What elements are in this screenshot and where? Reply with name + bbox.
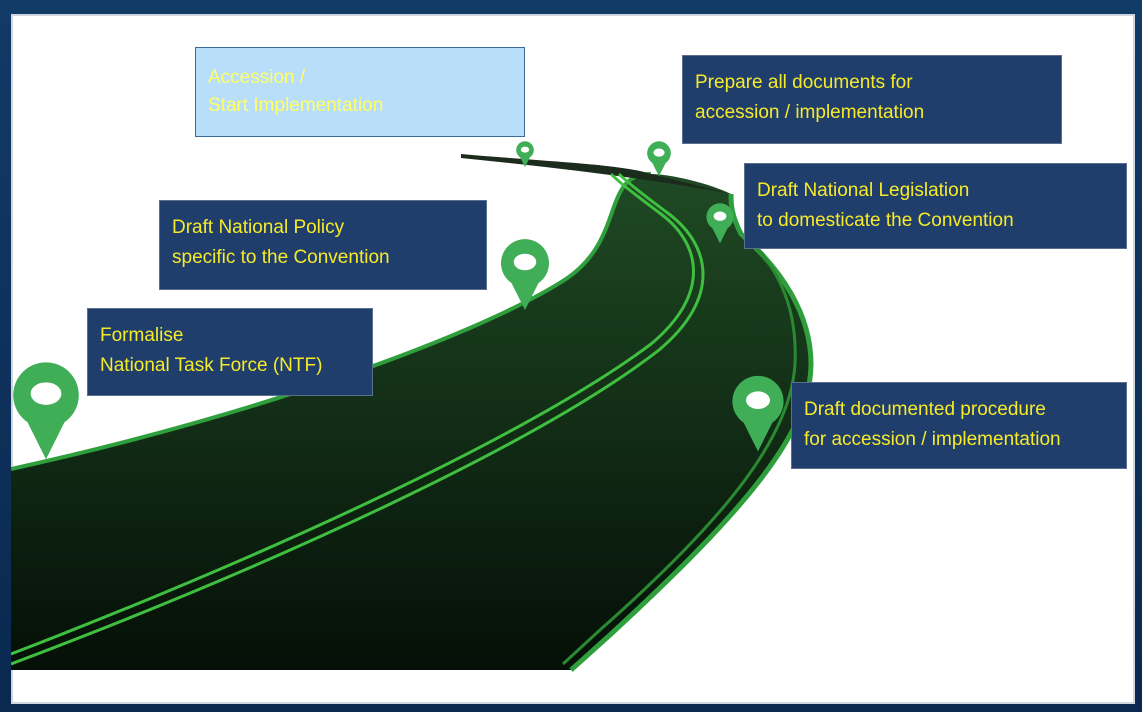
step-line: Draft National Legislation xyxy=(757,180,970,201)
road-center-line-1 xyxy=(11,172,695,656)
step-line: Draft National Policy xyxy=(172,217,345,238)
step-line: for accession / implementation xyxy=(804,429,1061,450)
step-prepare-documents: Prepare all documents for accession / im… xyxy=(682,55,1062,144)
map-pin-icon xyxy=(514,140,536,168)
step-formalise-ntf: Formalise National Task Force (NTF) xyxy=(87,308,373,396)
step-line: National Task Force (NTF) xyxy=(100,355,323,376)
road-center-line-2 xyxy=(11,172,705,666)
road-edge-right xyxy=(569,193,814,672)
road-horizon-tail xyxy=(461,154,731,194)
road-surface xyxy=(11,174,811,670)
map-pin-icon xyxy=(703,201,737,245)
map-pin-icon xyxy=(644,140,674,177)
step-line: specific to the Convention xyxy=(172,247,390,268)
step-line: to domesticate the Convention xyxy=(757,210,1014,231)
step-line: Draft documented procedure xyxy=(804,399,1046,420)
slide-canvas: Formalise National Task Force (NTF) Draf… xyxy=(11,14,1135,704)
step-line: Formalise xyxy=(100,325,184,346)
step-line: Prepare all documents for xyxy=(695,72,913,93)
step-accession-start: Accession / Start Implementation xyxy=(195,47,525,137)
step-line: Start Implementation xyxy=(208,95,384,116)
step-draft-procedure: Draft documented procedure for accession… xyxy=(791,382,1127,469)
step-draft-policy: Draft National Policy specific to the Co… xyxy=(159,200,487,290)
road-outer-stripe xyxy=(561,242,797,666)
step-draft-legislation: Draft National Legislation to domesticat… xyxy=(744,163,1127,249)
map-pin-icon xyxy=(5,358,87,462)
map-pin-icon xyxy=(495,236,555,312)
map-pin-icon xyxy=(726,373,790,453)
road-edge-left xyxy=(11,172,652,471)
road-illustration xyxy=(11,154,814,672)
step-line: Accession / xyxy=(208,67,306,88)
step-line: accession / implementation xyxy=(695,102,925,123)
